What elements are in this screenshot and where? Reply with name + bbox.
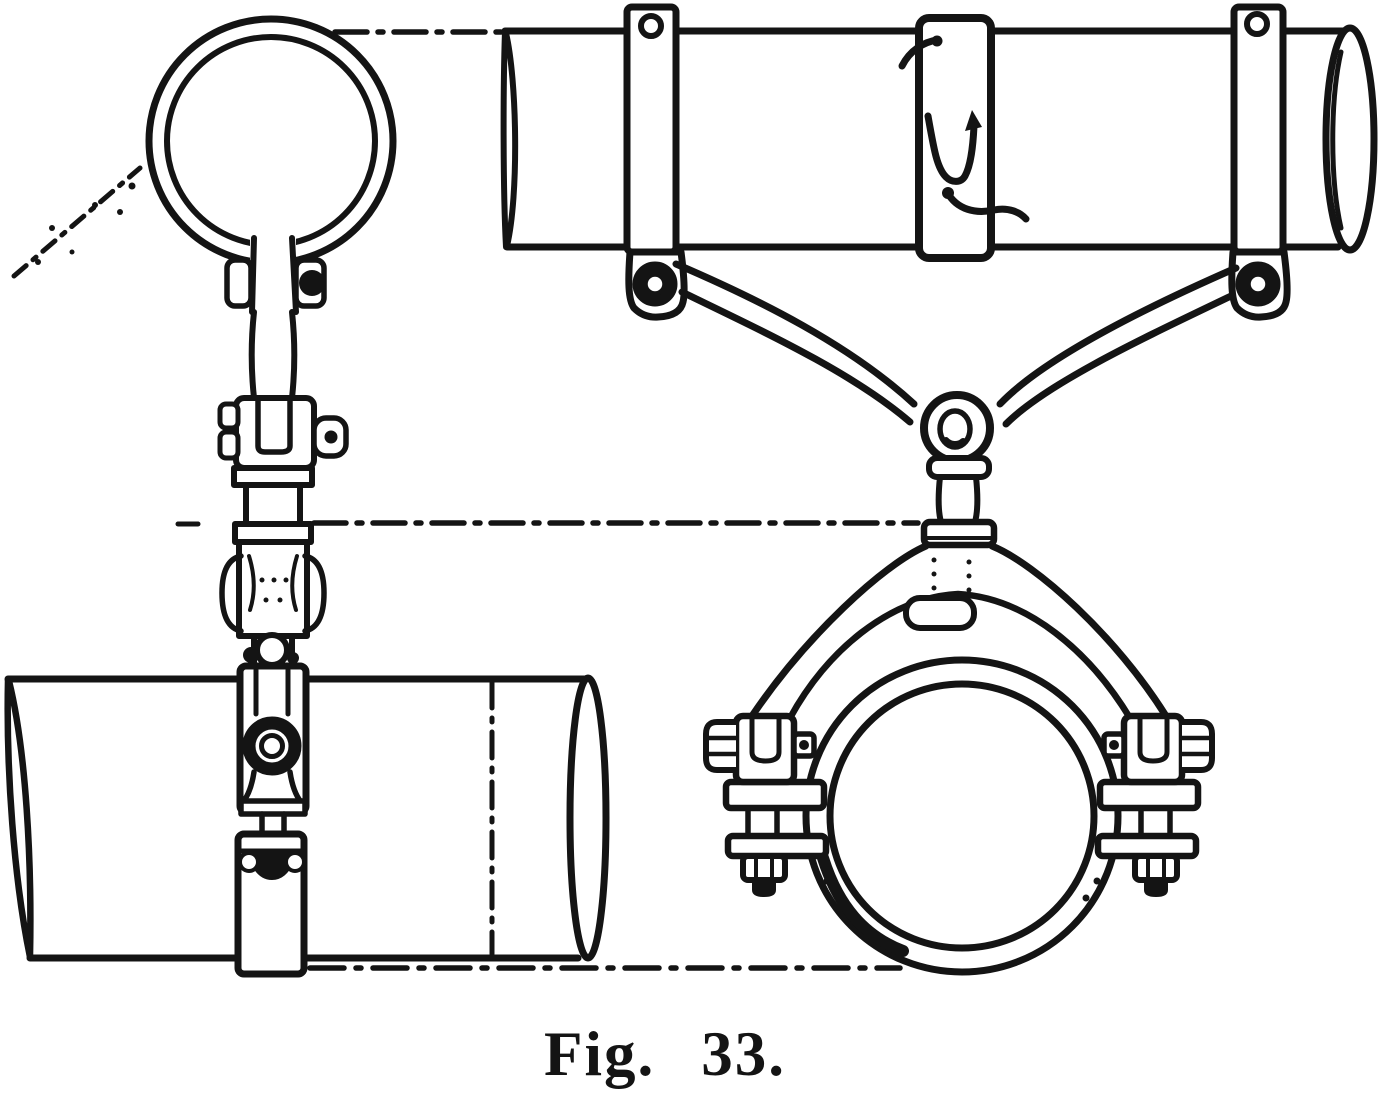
right-clevis bbox=[1120, 712, 1186, 786]
yoke-arms bbox=[672, 260, 1240, 465]
front-pipe-clamp bbox=[802, 656, 1122, 976]
clamp-pivot-boss bbox=[242, 716, 302, 776]
pipe-ring bbox=[145, 15, 397, 315]
front-view bbox=[500, 3, 1378, 976]
clamped-pipe-section bbox=[826, 680, 1098, 952]
hanger-stem bbox=[920, 455, 998, 549]
figure-caption: Fig. 33. bbox=[544, 1018, 786, 1091]
ring-ear-left bbox=[224, 257, 254, 309]
ring-inner bbox=[164, 34, 378, 248]
clamp-arch bbox=[748, 542, 1170, 722]
ring-neck bbox=[249, 235, 299, 315]
lower-pipe-end-cap bbox=[566, 674, 610, 962]
figure-caption-number: 33. bbox=[701, 1019, 786, 1089]
right-bolt-head bbox=[1179, 719, 1215, 773]
ring-bolt bbox=[299, 270, 325, 296]
clamp-bolt-head bbox=[250, 853, 294, 880]
figure-caption-prefix: Fig. bbox=[544, 1019, 656, 1089]
turnbuckle-pin bbox=[254, 632, 290, 668]
right-pipe-strap bbox=[1228, 3, 1291, 321]
left-clevis bbox=[732, 712, 798, 786]
side-view bbox=[4, 15, 610, 978]
middle-roll-bracket bbox=[898, 14, 1030, 262]
diagonal-leader-line bbox=[11, 165, 143, 279]
saddle-pad bbox=[903, 595, 977, 631]
right-nut bbox=[1132, 853, 1180, 883]
lower-pipe-left-end bbox=[4, 676, 34, 961]
hanger-rod bbox=[248, 309, 298, 401]
clamp-left-lug bbox=[703, 712, 830, 897]
ring-outer bbox=[145, 15, 397, 267]
upper-pipe-left-end bbox=[500, 28, 519, 250]
clamp-right-lug bbox=[1094, 712, 1215, 897]
clevis-fork bbox=[217, 395, 349, 471]
clamp-band-outer bbox=[802, 656, 1122, 976]
left-bolt-head bbox=[703, 719, 739, 773]
left-nut bbox=[740, 853, 788, 883]
left-pipe-strap bbox=[623, 3, 688, 321]
turnbuckle bbox=[219, 465, 327, 671]
side-pipe-clamp bbox=[234, 662, 310, 978]
centerlines bbox=[11, 29, 921, 971]
